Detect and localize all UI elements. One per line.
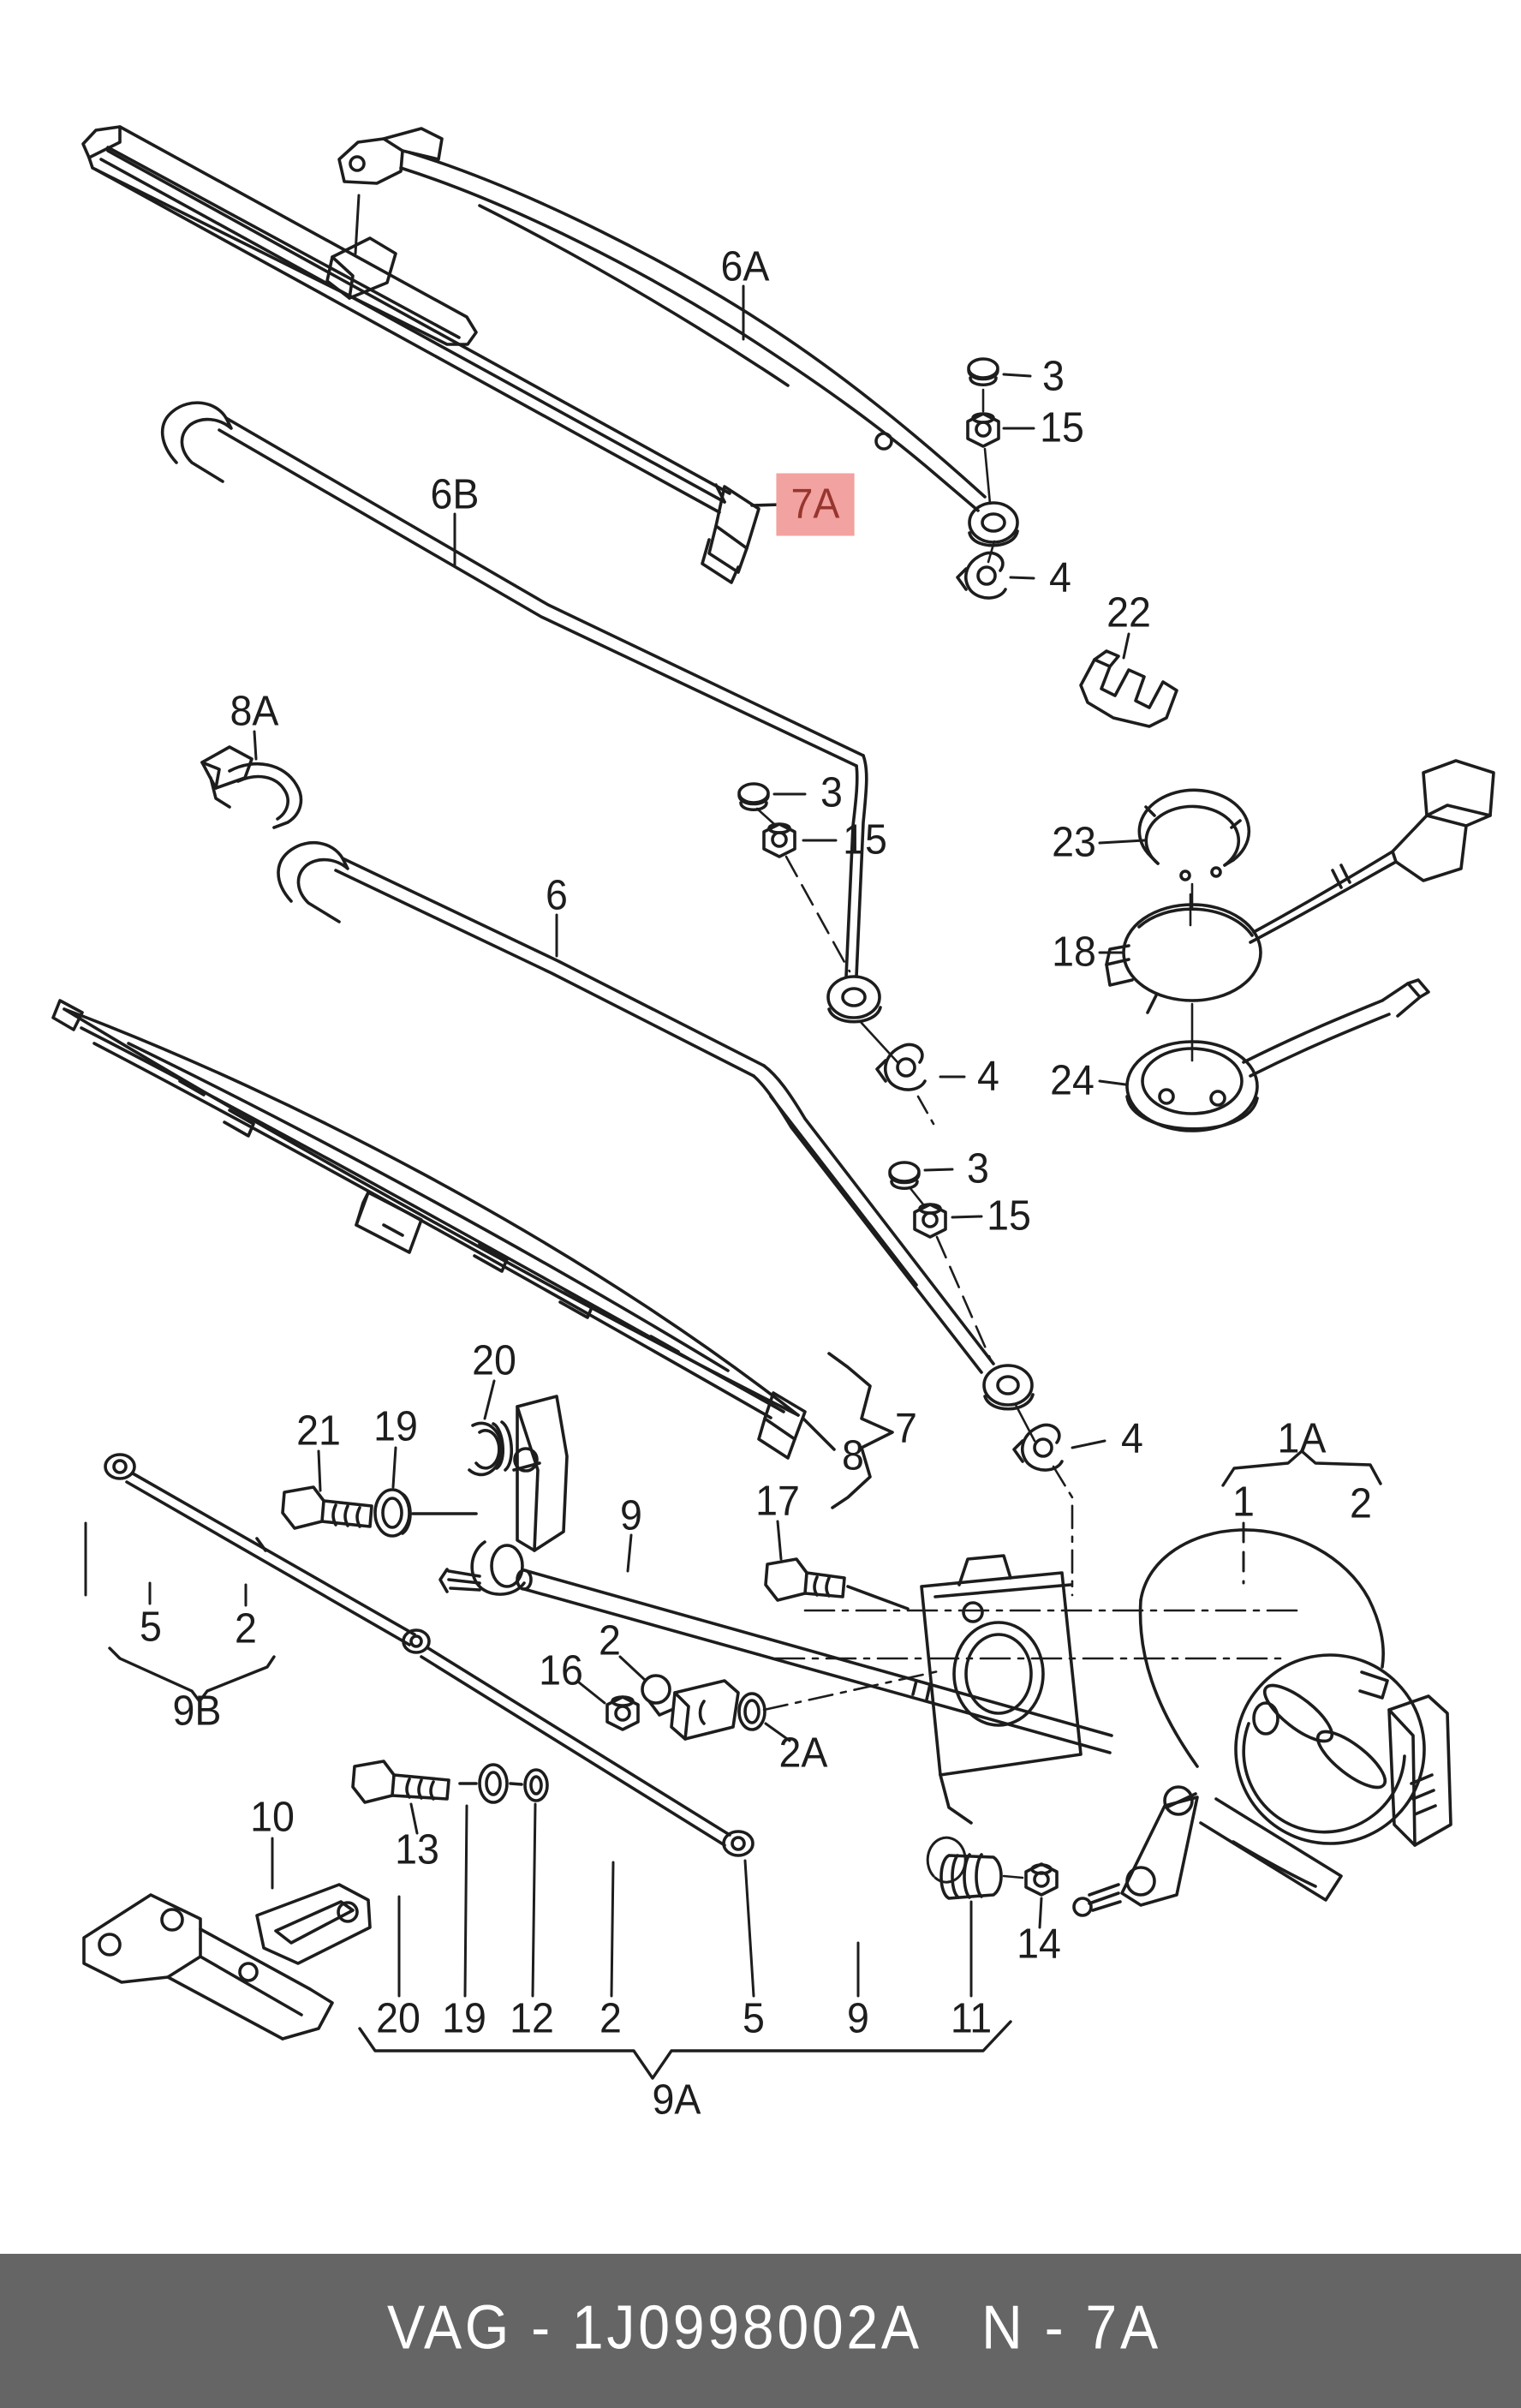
pivot-fasteners-low xyxy=(890,1162,1072,1595)
part-label-11-row[interactable]: 11 xyxy=(950,1995,993,2042)
part-label-2-motor[interactable]: 2 xyxy=(1350,1480,1372,1527)
part-label-5-row[interactable]: 5 xyxy=(743,1995,765,2042)
part-label-22[interactable]: 22 xyxy=(1106,589,1151,636)
part-label-18[interactable]: 18 xyxy=(1052,929,1096,976)
group-brackets xyxy=(110,1451,1381,2078)
part-label-3-mid[interactable]: 3 xyxy=(820,769,843,816)
part-label-2-link[interactable]: 2 xyxy=(599,1617,621,1664)
footer-part-number: VAG - 1J0998002A xyxy=(387,2293,922,2363)
part-label-8A[interactable]: 8A xyxy=(230,688,279,735)
part-label-1A[interactable]: 1A xyxy=(1277,1415,1327,1462)
linkage-frame-drawing xyxy=(84,1396,1302,2039)
clip-8a-drawing xyxy=(202,747,301,828)
ring-23-drawing xyxy=(1139,790,1249,925)
part-label-13[interactable]: 13 xyxy=(395,1826,439,1873)
part-label-15-low[interactable]: 15 xyxy=(987,1192,1031,1240)
part-label-1[interactable]: 1 xyxy=(1232,1479,1255,1526)
pivot-fasteners-mid xyxy=(739,784,933,1124)
part-label-12-row[interactable]: 12 xyxy=(510,1995,554,2042)
part-label-3-low[interactable]: 3 xyxy=(967,1145,989,1192)
clip-22-drawing xyxy=(1081,651,1177,726)
part-label-19-up[interactable]: 19 xyxy=(373,1403,418,1450)
part-label-5-left[interactable]: 5 xyxy=(140,1604,162,1651)
bowl-24-drawing xyxy=(1127,980,1429,1131)
part-label-4-low[interactable]: 4 xyxy=(1121,1415,1143,1462)
part-label-7A[interactable]: 7A xyxy=(776,473,855,536)
part-label-6B[interactable]: 6B xyxy=(430,471,480,518)
part-label-24[interactable]: 24 xyxy=(1050,1057,1095,1104)
part-label-10[interactable]: 10 xyxy=(250,1794,295,1841)
part-label-3-top[interactable]: 3 xyxy=(1042,353,1065,400)
part-label-6[interactable]: 6 xyxy=(546,872,568,919)
part-label-6A[interactable]: 6A xyxy=(720,243,770,290)
pivot-fasteners-top xyxy=(957,359,1005,598)
part-label-15-mid[interactable]: 15 xyxy=(843,816,887,863)
part-label-2-row[interactable]: 2 xyxy=(599,1995,622,2042)
part-label-9-up[interactable]: 9 xyxy=(620,1492,642,1539)
part-label-20-up[interactable]: 20 xyxy=(472,1337,516,1384)
part-label-9B[interactable]: 9B xyxy=(172,1688,222,1735)
wiper-arm-6b-drawing xyxy=(163,403,880,1022)
cap-18-drawing xyxy=(1106,761,1494,1061)
footer-page-code: N - 7A xyxy=(981,2293,1161,2363)
part-label-9A[interactable]: 9A xyxy=(652,2076,701,2124)
part-label-14[interactable]: 14 xyxy=(1017,1921,1061,1968)
part-label-15-top[interactable]: 15 xyxy=(1040,404,1084,451)
aero-blade-drawing xyxy=(83,127,476,344)
part-label-16[interactable]: 16 xyxy=(539,1647,583,1694)
group-brace-7 xyxy=(803,1353,892,1508)
wiper-motor-drawing xyxy=(1074,1530,1451,1915)
part-label-9-row[interactable]: 9 xyxy=(847,1995,869,2042)
part-label-21[interactable]: 21 xyxy=(296,1407,341,1455)
leader-lines xyxy=(86,286,1244,1996)
part-label-8[interactable]: 8 xyxy=(842,1432,864,1479)
part-label-20-row[interactable]: 20 xyxy=(376,1995,421,2042)
footer-bar: VAG - 1J0998002A N - 7A xyxy=(0,2254,1521,2408)
wiper-arm-6-drawing xyxy=(278,843,1033,1409)
wiper-arm-6a-drawing xyxy=(339,128,1017,546)
blade-7a-drawing xyxy=(96,151,759,583)
part-label-23[interactable]: 23 xyxy=(1052,819,1096,866)
part-label-4-mid[interactable]: 4 xyxy=(977,1053,999,1100)
part-label-4-top[interactable]: 4 xyxy=(1049,554,1071,601)
part-label-2-left[interactable]: 2 xyxy=(235,1605,257,1652)
part-label-19-row[interactable]: 19 xyxy=(442,1995,486,2042)
blade-8-drawing xyxy=(53,1001,805,1458)
part-label-2A[interactable]: 2A xyxy=(778,1730,828,1777)
part-label-17[interactable]: 17 xyxy=(755,1478,800,1525)
part-label-7[interactable]: 7 xyxy=(895,1405,917,1452)
